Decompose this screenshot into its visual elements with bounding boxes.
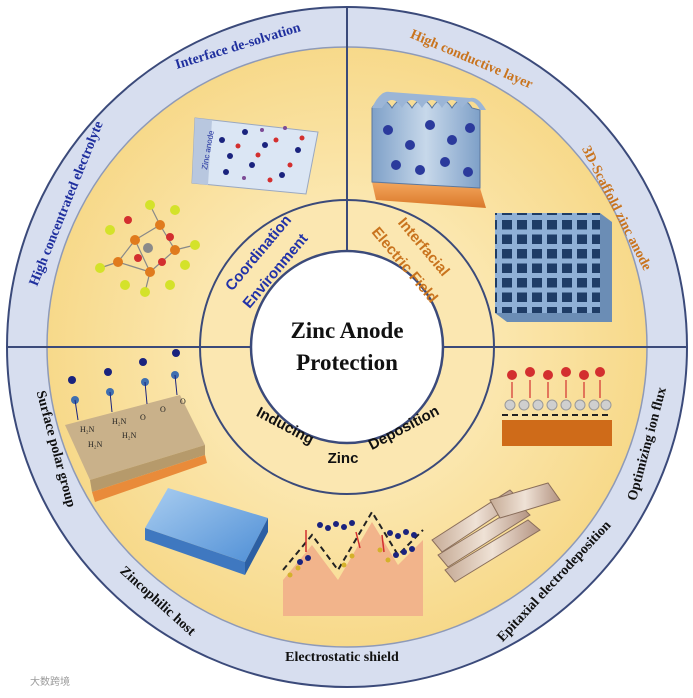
center-title-line2: Protection (296, 350, 398, 375)
scaffold-horizontal-bar (495, 288, 600, 293)
scaffold-horizontal-bar (495, 244, 600, 249)
scaffold-horizontal-bar (495, 273, 600, 278)
polar-group-label-6: O (160, 405, 166, 414)
scaffold-horizontal-bar (495, 302, 600, 307)
scaffold-vertical-bar (557, 213, 562, 313)
desolvation-illustration: Zinc anode (192, 118, 318, 194)
scaffold-vertical-bar (587, 213, 592, 313)
polar-group-label-3: H₂N (88, 440, 103, 449)
conductive-layer-illustration (372, 92, 486, 208)
scaffold-vertical-bar (572, 213, 577, 313)
scaffold-grid-illustration (495, 213, 612, 322)
scaffold-horizontal-bar (495, 215, 600, 220)
polar-group-label-4: H₂N (122, 431, 137, 440)
scaffold-horizontal-bar (495, 230, 600, 235)
polar-group-label-7: O (180, 397, 186, 406)
scaffold-horizontal-bar (495, 259, 600, 264)
electrostatic-shield-label: Electrostatic shield (285, 650, 399, 665)
watermark-text: 大数跨境 (30, 675, 70, 688)
center-title-line1: Zinc Anode (290, 318, 403, 343)
polar-group-label-5: O (140, 413, 146, 422)
polar-group-label-2: H₂N (112, 417, 127, 426)
zinc-label: Zinc (328, 450, 359, 467)
polar-group-label-1: H₂N (80, 425, 95, 434)
